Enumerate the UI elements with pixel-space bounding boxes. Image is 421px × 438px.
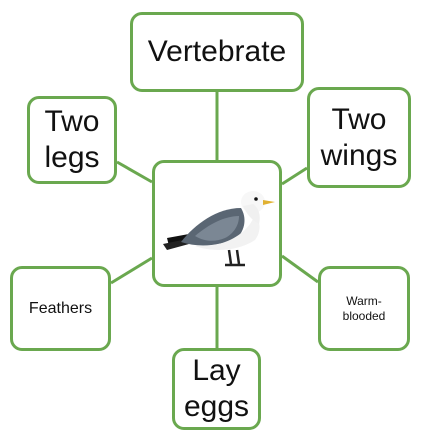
connector-lower-left — [111, 258, 152, 283]
connector-lower-right — [282, 256, 318, 282]
node-vertebrate-label: Vertebrate — [148, 34, 286, 70]
connector-upper-left — [117, 162, 152, 182]
node-two-wings: Two wings — [307, 87, 411, 188]
node-lay-eggs: Lay eggs — [172, 348, 261, 430]
node-feathers-label: Feathers — [29, 299, 92, 319]
node-warm-blooded: Warm- blooded — [318, 266, 410, 351]
node-feathers: Feathers — [10, 266, 111, 351]
node-vertebrate: Vertebrate — [130, 12, 304, 92]
node-lay-eggs-label: Lay eggs — [184, 353, 249, 425]
node-two-wings-label: Two wings — [321, 102, 398, 174]
node-two-legs: Two legs — [27, 96, 117, 184]
node-warm-blooded-label: Warm- blooded — [343, 294, 386, 324]
node-two-legs-label: Two legs — [44, 104, 99, 176]
connector-upper-right — [282, 168, 307, 184]
seagull-image — [155, 164, 279, 284]
center-bird-box — [152, 160, 282, 287]
